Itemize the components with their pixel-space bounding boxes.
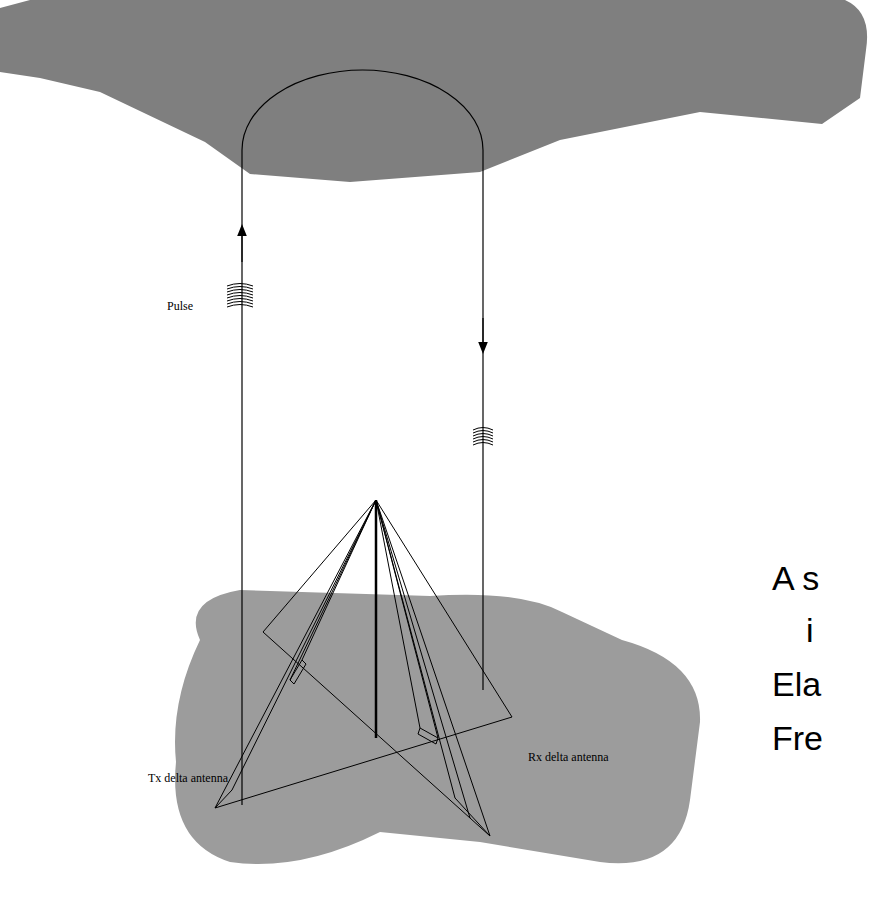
- pulse-stroke: [473, 434, 493, 437]
- pulse-stroke: [473, 443, 493, 446]
- pulse-stroke: [227, 290, 253, 293]
- antenna-label: Tx delta antenna: [148, 771, 228, 785]
- pulse-stroke: [473, 440, 493, 443]
- signal-path: [242, 70, 483, 805]
- slide-text: Fre: [772, 718, 823, 758]
- pulse-stroke: [227, 305, 253, 308]
- pulse-stroke: [227, 296, 253, 299]
- antenna-label: Rx delta antenna: [528, 750, 609, 764]
- slide-text: i: [806, 610, 814, 650]
- ground-area: [175, 590, 700, 864]
- pulse-stroke: [227, 299, 253, 302]
- slide-text: Ela: [772, 664, 821, 704]
- pulse-label: Pulse: [167, 299, 193, 313]
- pulse-symbols: [227, 284, 493, 446]
- pulse-stroke: [227, 302, 253, 305]
- pulse-stroke: [227, 293, 253, 296]
- pulse-stroke: [473, 437, 493, 440]
- pulse-stroke: [473, 428, 493, 431]
- delta-antenna-mast: [215, 500, 512, 836]
- pulse-stroke: [473, 431, 493, 434]
- pulse-stroke: [227, 287, 253, 290]
- ionosphere-cloud: [0, 0, 867, 182]
- slide-text: A s: [772, 558, 819, 598]
- pulse-stroke: [227, 284, 253, 287]
